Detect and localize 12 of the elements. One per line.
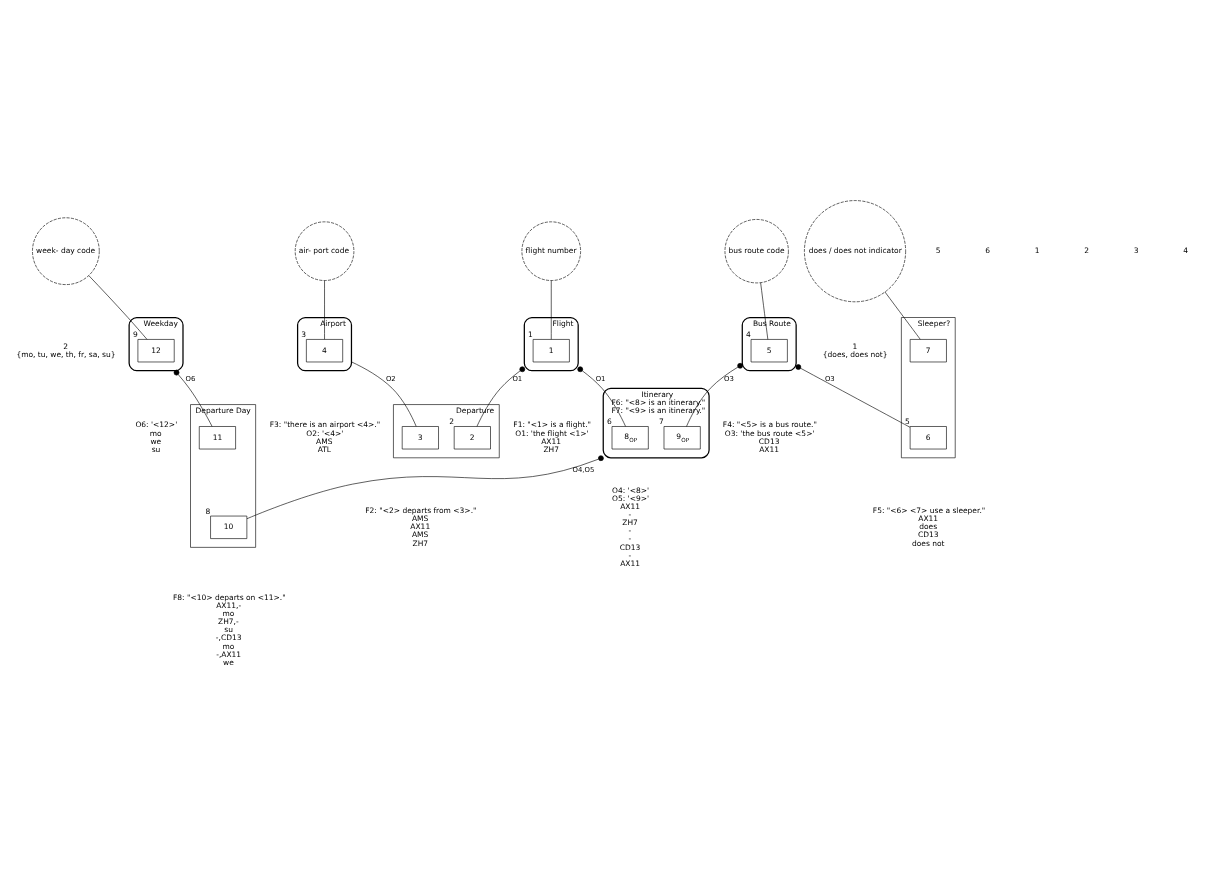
connector — [324, 279, 325, 340]
connector — [351, 361, 417, 427]
connector — [173, 369, 213, 427]
connector — [246, 454, 604, 519]
connector — [795, 363, 911, 428]
connector — [476, 365, 526, 427]
connector — [760, 282, 769, 340]
connector — [88, 274, 148, 340]
connector — [577, 365, 626, 427]
connector — [686, 362, 743, 427]
connector — [884, 291, 921, 340]
connector — [550, 279, 552, 340]
